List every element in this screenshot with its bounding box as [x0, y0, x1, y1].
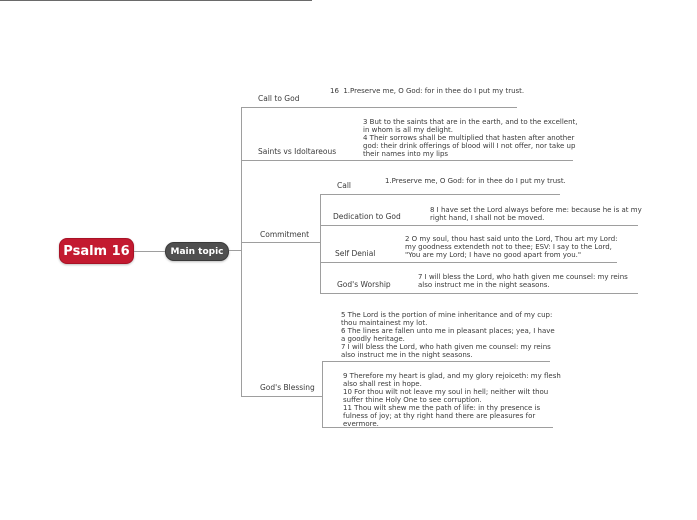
- branch-commitment[interactable]: Commitment: [260, 230, 310, 239]
- underline-gods-worship: [320, 293, 638, 294]
- underline-dedication-to-god: [320, 225, 638, 226]
- note-gods-worship[interactable]: 7 I will bless the Lord, who hath given …: [418, 273, 628, 289]
- connector-root-to-main: [134, 251, 165, 252]
- note-saints-vs-idoltareous[interactable]: 3 But to the saints that are in the eart…: [363, 118, 578, 158]
- main-topic-node[interactable]: Main topic: [165, 242, 229, 261]
- commitment-children-trunk: [320, 194, 321, 293]
- gods-blessing-children-trunk: [322, 361, 323, 428]
- subtopic-dedication-to-god[interactable]: Dedication to God: [333, 212, 401, 221]
- subtopic-self-denial[interactable]: Self Denial: [335, 249, 376, 258]
- branch-gods-blessing[interactable]: God's Blessing: [260, 383, 315, 392]
- underline-commitment: [241, 242, 320, 243]
- branch-saints-vs-idoltareous[interactable]: Saints vs Idoltareous: [258, 147, 337, 156]
- underline-call-to-god: [241, 107, 517, 108]
- subtopic-call[interactable]: Call: [337, 181, 352, 190]
- subtopic-gods-worship[interactable]: God's Worship: [337, 280, 391, 289]
- root-topic-label: Psalm 16: [63, 243, 130, 259]
- underline-gods-blessing-note-1: [322, 361, 550, 362]
- underline-call: [320, 194, 560, 195]
- note-gods-blessing-2[interactable]: 9 Therefore my heart is glad, and my glo…: [343, 372, 561, 428]
- branch-call-to-god[interactable]: Call to God: [258, 94, 300, 103]
- root-topic-node[interactable]: Psalm 16: [59, 238, 134, 264]
- note-call-to-god[interactable]: 16 1.Preserve me, O God: for in thee do …: [330, 87, 525, 95]
- note-dedication-to-god[interactable]: 8 I have set the Lord always before me: …: [430, 206, 642, 222]
- main-branch-trunk: [241, 107, 242, 397]
- window-edge-artifact: [0, 0, 312, 1]
- underline-gods-blessing-note-2: [322, 427, 553, 428]
- note-self-denial[interactable]: 2 O my soul, thou hast said unto the Lor…: [405, 235, 618, 259]
- underline-gods-blessing: [241, 396, 322, 397]
- main-topic-label: Main topic: [170, 246, 224, 257]
- connector-main-to-trunk: [229, 250, 242, 251]
- note-gods-blessing-1[interactable]: 5 The Lord is the portion of mine inheri…: [341, 311, 555, 359]
- note-call[interactable]: 1.Preserve me, O God: for in thee do I p…: [385, 177, 566, 185]
- underline-saints-vs-idoltareous: [241, 160, 573, 161]
- underline-self-denial: [320, 262, 617, 263]
